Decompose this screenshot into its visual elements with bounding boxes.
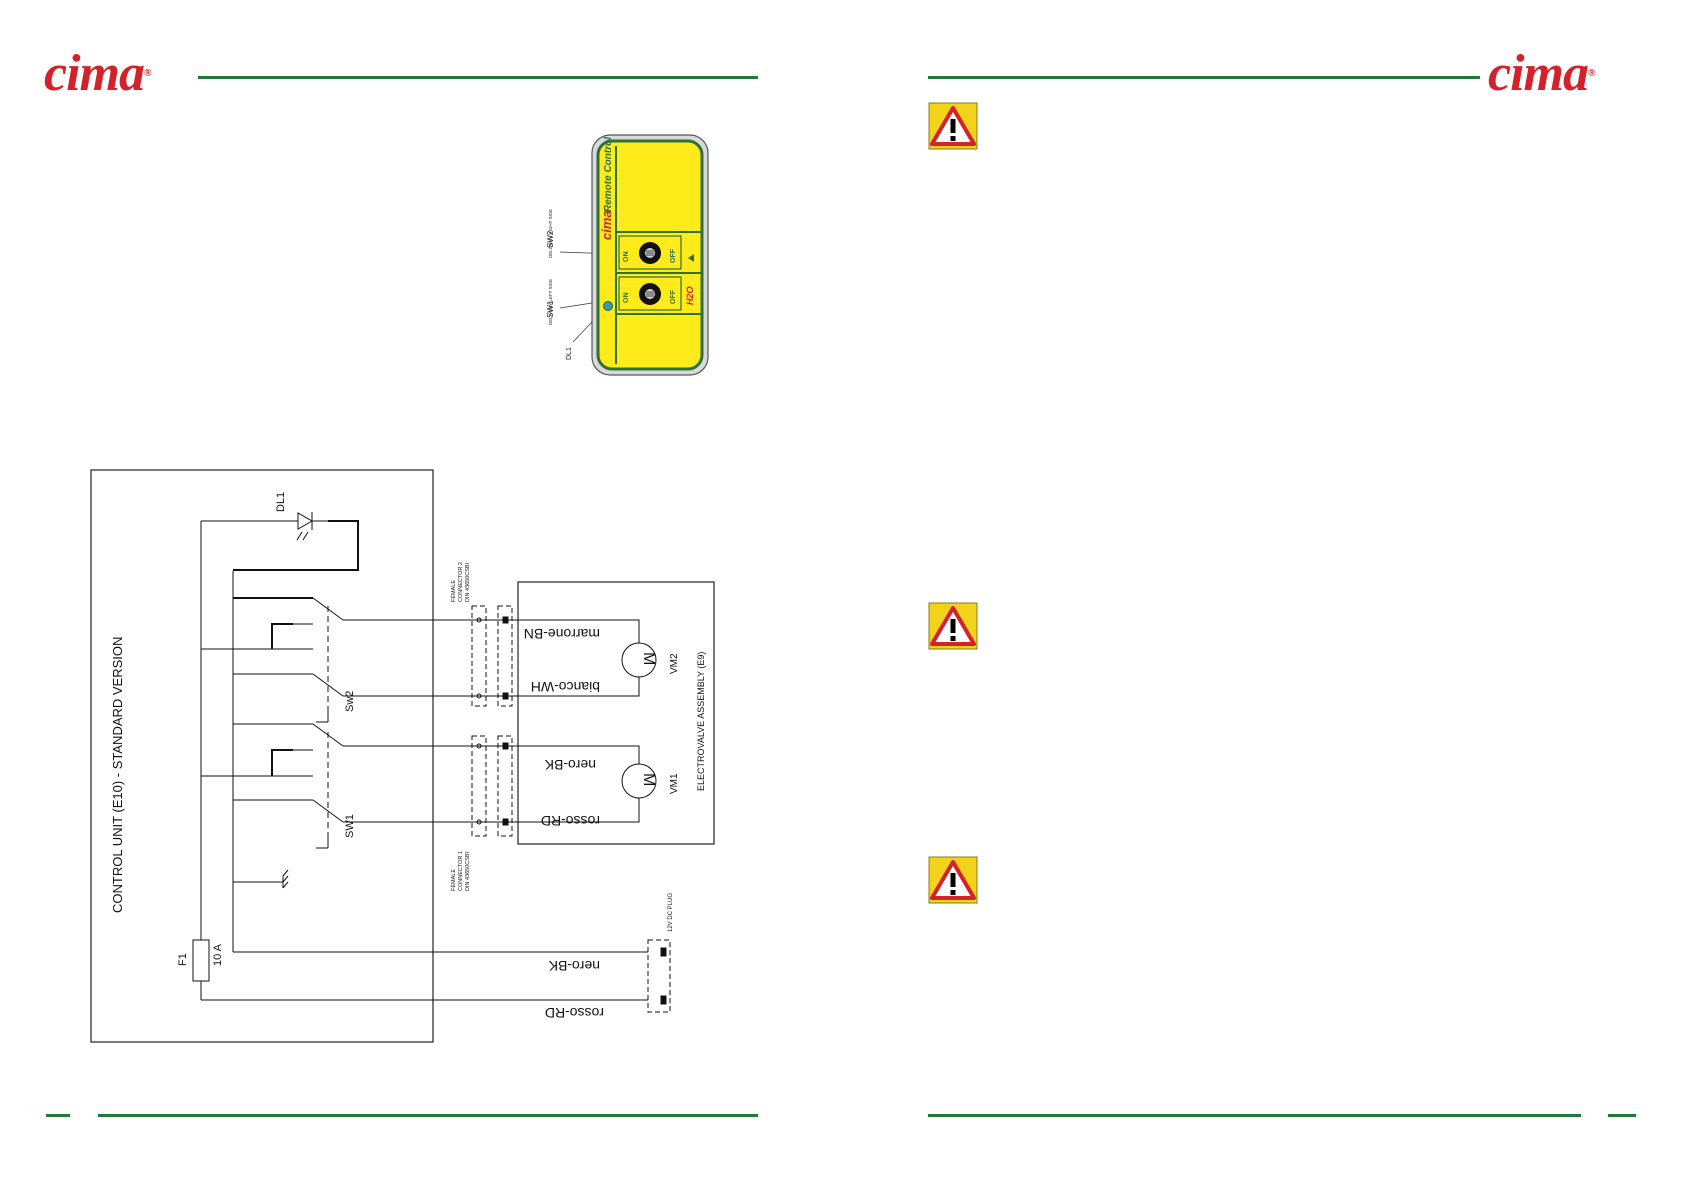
control-unit-label: CONTROL UNIT (E10) - STANDARD VERSION	[110, 637, 125, 913]
vm1-label: VM1	[669, 773, 680, 794]
dc-plug-symbol	[647, 939, 671, 1013]
electrovalve-label: ELECTROVALVE ASSEMBLY (E9)	[696, 652, 706, 791]
svg-text:ON: ON	[623, 252, 630, 263]
svg-text:ON: ON	[623, 293, 630, 304]
header-rule-left	[198, 76, 758, 79]
svg-text:cima: cima	[599, 210, 614, 240]
electrovalve-frame	[517, 581, 715, 845]
brand-logo-right: cima®	[1488, 45, 1596, 102]
sw2-label: Sw2	[344, 691, 356, 712]
fuse-label: F1	[177, 953, 189, 966]
switch-sw1-symbol	[201, 723, 518, 849]
connector1-line3: DIN 43650CSBI	[465, 851, 471, 891]
connector2-line1: FEMALE	[451, 580, 457, 602]
wire-label-bianco: bianco-WH	[531, 679, 600, 695]
warning-triangle-icon	[928, 856, 978, 904]
svg-text:H2O: H2O	[685, 286, 695, 305]
callout-sw2-label: SW2	[546, 230, 555, 248]
motor-vm1-symbol: M	[621, 763, 657, 799]
plug-label: 12V DC PLUG	[668, 893, 674, 932]
connector2-line2: CONNECTOR 2	[458, 562, 464, 602]
svg-text:Remote Control: Remote Control	[603, 137, 614, 212]
brand-logo-left: cima®	[44, 45, 152, 102]
connector1-line2: CONNECTOR 1	[458, 851, 464, 891]
svg-text:OFF: OFF	[670, 289, 677, 304]
remote-led-dl1	[603, 301, 613, 311]
svg-text:OFF: OFF	[670, 248, 677, 263]
led-dl1-symbol	[296, 512, 328, 541]
footer-rule-right	[928, 1114, 1581, 1117]
dl1-label: DL1	[275, 492, 287, 512]
callout-sw1-label: SW1	[546, 300, 555, 318]
remote-switch-sw1[interactable]: ON OFF H2O	[623, 283, 695, 305]
warning-triangle-icon	[928, 102, 978, 150]
svg-text:M: M	[640, 652, 657, 665]
electrical-schematic: CONTROL UNIT (E10) - STANDARD VERSION EL…	[90, 469, 715, 1043]
svg-text:DELIVERY RIGHT SIDE: DELIVERY RIGHT SIDE	[548, 209, 553, 258]
header-rule-right	[928, 76, 1480, 79]
connector-2-symbol	[471, 605, 513, 707]
ground-symbol	[282, 869, 289, 889]
water-drop-icon	[688, 254, 694, 262]
svg-text:M: M	[640, 773, 657, 786]
fuse-rating: 10 A	[212, 943, 224, 966]
wire-label-nero-valve: nero-BK	[544, 757, 596, 773]
footer-rule-left	[98, 1114, 758, 1117]
switch-sw2-symbol	[201, 597, 518, 723]
remote-control-illustration: DELIVERY RIGHT SIDE SW2 DELIVERY LEFT SI…	[546, 134, 709, 376]
connector-1-symbol	[471, 735, 513, 837]
control-unit-frame	[90, 469, 434, 1043]
svg-text:DELIVERY LEFT SIDE: DELIVERY LEFT SIDE	[548, 279, 553, 325]
wire-label-rosso-plug: rosso-RD	[545, 1005, 604, 1021]
fuse-f1-symbol	[192, 939, 210, 982]
callout-dl1-label: DL1	[566, 347, 573, 360]
wire-label-rosso-valve: rosso-RD	[541, 813, 600, 829]
remote-switch-sw2[interactable]: ON OFF	[623, 242, 694, 264]
vm2-label: VM2	[669, 653, 680, 674]
sw1-label: SW1	[344, 814, 356, 838]
warning-triangle-icon	[928, 602, 978, 650]
footer-rule-left-short	[46, 1114, 70, 1117]
wire-label-marrone: marrone-BN	[524, 626, 600, 642]
connector2-line3: DIN 43650CSBI	[465, 562, 471, 602]
motor-vm2-symbol: M	[621, 642, 657, 678]
connector1-line1: FEMALE	[451, 869, 457, 891]
wire-label-nero-plug: nero-BK	[548, 958, 600, 974]
footer-rule-right-short	[1608, 1114, 1636, 1117]
